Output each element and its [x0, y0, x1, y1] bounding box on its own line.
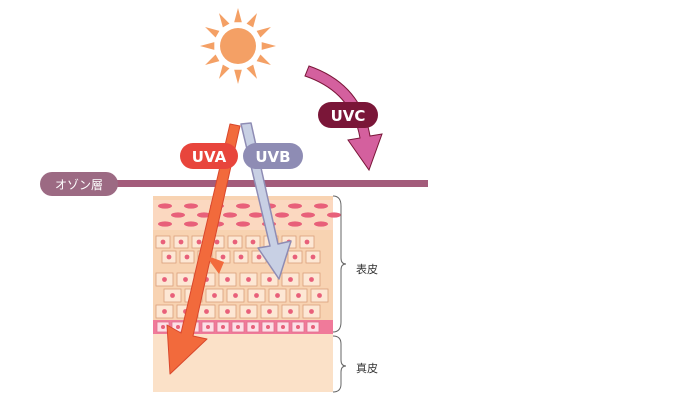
sun-ray: [205, 27, 220, 38]
sun-ray: [246, 64, 257, 79]
cell-nucleus: [166, 254, 172, 260]
cell-nucleus: [170, 293, 175, 298]
cell-nucleus: [288, 277, 293, 282]
cell-nucleus: [162, 277, 167, 282]
cell-nucleus: [296, 293, 301, 298]
cell-nucleus: [309, 309, 314, 314]
basal-nucleus: [311, 325, 315, 329]
cell-nucleus: [212, 293, 217, 298]
corneum-cell: [184, 221, 198, 227]
sun-ray: [219, 13, 230, 28]
corneum-cell: [197, 212, 211, 218]
cell-nucleus: [178, 239, 184, 245]
epidermis-bracket: [332, 195, 347, 333]
corneum-cell: [158, 221, 172, 227]
skin-cross-section: [153, 196, 341, 392]
basal-nucleus: [206, 325, 210, 329]
uva-label: UVA: [192, 148, 227, 166]
corneum-cell: [158, 203, 172, 209]
sun-ray: [205, 54, 220, 65]
basal-nucleus: [161, 325, 165, 329]
cell-nucleus: [310, 254, 316, 260]
uvc-label: UVC: [331, 107, 366, 125]
cell-nucleus: [225, 277, 230, 282]
cell-nucleus: [256, 254, 262, 260]
basal-nucleus: [221, 325, 225, 329]
uvb-label: UVB: [255, 148, 290, 166]
cell-nucleus: [183, 277, 188, 282]
sun-ray: [200, 42, 215, 50]
sun-ray: [261, 42, 276, 50]
corneum-cell: [301, 212, 315, 218]
cell-nucleus: [160, 239, 166, 245]
cell-nucleus: [267, 277, 272, 282]
cell-nucleus: [220, 254, 226, 260]
corneum-cell: [236, 203, 250, 209]
sun-ray: [246, 13, 257, 28]
uvc-label-badge: UVC: [318, 102, 378, 128]
basal-nucleus: [251, 325, 255, 329]
cell-nucleus: [288, 309, 293, 314]
cell-nucleus: [214, 239, 220, 245]
sun-ray: [256, 27, 271, 38]
corneum-cell: [288, 203, 302, 209]
basal-nucleus: [296, 325, 300, 329]
cell-nucleus: [275, 293, 280, 298]
corneum-cell: [314, 203, 328, 209]
corneum-cell: [275, 212, 289, 218]
cell-nucleus: [196, 239, 202, 245]
ozone-layer-badge: オゾン層: [40, 172, 118, 196]
cell-nucleus: [162, 309, 167, 314]
basal-nucleus: [236, 325, 240, 329]
cell-nucleus: [267, 309, 272, 314]
cell-nucleus: [246, 309, 251, 314]
corneum-cell: [171, 212, 185, 218]
cell-nucleus: [250, 239, 256, 245]
cell-nucleus: [184, 254, 190, 260]
ozone-layer-label: オゾン層: [55, 178, 103, 192]
cell-nucleus: [254, 293, 259, 298]
corneum-cell: [314, 221, 328, 227]
uva-label-badge: UVA: [180, 143, 238, 169]
epidermis-label: 表皮: [356, 262, 378, 276]
basal-nucleus: [266, 325, 270, 329]
sun-ray: [219, 64, 230, 79]
stratum-corneum: [153, 200, 341, 230]
sun-icon: [200, 8, 276, 84]
cell-nucleus: [292, 254, 298, 260]
corneum-cell: [223, 212, 237, 218]
ozone-layer-line: [116, 180, 428, 187]
cell-nucleus: [233, 293, 238, 298]
sun-ray: [234, 8, 242, 23]
dermis-label: 真皮: [356, 361, 378, 375]
cell-nucleus: [246, 277, 251, 282]
basal-nucleus: [281, 325, 285, 329]
dermis-bracket: [332, 335, 347, 393]
cell-nucleus: [317, 293, 322, 298]
corneum-cell: [184, 203, 198, 209]
cell-nucleus: [304, 239, 310, 245]
cell-nucleus: [225, 309, 230, 314]
sun-ray: [256, 54, 271, 65]
cell-nucleus: [232, 239, 238, 245]
corneum-cell: [327, 212, 341, 218]
uvb-label-badge: UVB: [243, 143, 303, 169]
uvc-arrow: [304, 65, 383, 172]
cell-nucleus: [238, 254, 244, 260]
basal-nucleus: [176, 325, 180, 329]
corneum-cell: [249, 212, 263, 218]
corneum-cell: [288, 221, 302, 227]
sun-ray: [234, 69, 242, 84]
cell-nucleus: [204, 309, 209, 314]
cell-nucleus: [309, 277, 314, 282]
corneum-cell: [236, 221, 250, 227]
